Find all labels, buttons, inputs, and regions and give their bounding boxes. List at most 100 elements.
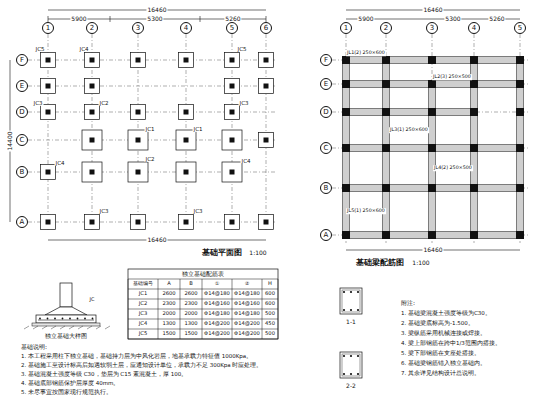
- foundation-beam: [517, 84, 524, 112]
- note-line: 3. 梁纵筋采用机械连接或焊接。: [400, 330, 552, 336]
- column-section: [230, 110, 235, 115]
- foundation-beam: [517, 188, 524, 235]
- axis-label: 2: [384, 25, 388, 32]
- column-section: [46, 58, 51, 63]
- axis-label: B: [324, 185, 329, 192]
- axis-bubble: 1: [340, 22, 352, 34]
- column-section: [230, 58, 235, 63]
- isolated-footing: [85, 79, 100, 94]
- foundation-beam: [471, 112, 478, 148]
- column-section: [184, 220, 189, 225]
- column-section: [516, 80, 524, 88]
- foundation-beam: [474, 232, 520, 239]
- axis-label: 4: [184, 25, 188, 32]
- table-cell: JC5: [138, 331, 148, 337]
- column-section: [428, 231, 436, 239]
- footing-tag: JC4: [79, 46, 90, 52]
- isolated-footing: [128, 162, 148, 182]
- column-section: [516, 108, 524, 116]
- column-section: [264, 220, 269, 225]
- isolated-footing: [41, 215, 56, 230]
- foundation-beam: [474, 145, 520, 152]
- soil-hatch: [42, 326, 47, 329]
- axis-label: D: [323, 109, 328, 116]
- beam-tag: JL1(2) 250×600: [346, 50, 386, 56]
- isolated-footing: [259, 53, 274, 68]
- footing-tag: JC3: [99, 208, 110, 214]
- soil-hatch: [96, 326, 101, 329]
- column-section: [230, 170, 235, 175]
- column-section: [90, 138, 95, 143]
- table-rule: [128, 329, 278, 330]
- table-cell: 600: [264, 291, 276, 297]
- foundation-beam: [343, 84, 350, 112]
- rebar-dot: [343, 355, 345, 357]
- axis-label: F: [324, 57, 328, 64]
- table-cell: 1500: [161, 331, 176, 337]
- note-line: 1. 本工程采用柱下独立基础，基础持力层为中风化岩层，地基承载力特征值 1000…: [20, 353, 312, 359]
- isolated-footing: [82, 130, 102, 150]
- soil-hatch: [33, 326, 38, 329]
- dimension-text: 5260: [488, 16, 505, 23]
- column-section: [428, 184, 436, 192]
- rebar-dot: [343, 373, 345, 375]
- column-section: [342, 184, 350, 192]
- table-cell: Φ14@180: [233, 311, 261, 317]
- axis-bubble: 3: [132, 22, 144, 34]
- column-section: [382, 184, 390, 192]
- soil-hatch: [60, 326, 65, 329]
- table-cell: Φ14@200: [233, 321, 261, 327]
- table-cell: JC2: [138, 301, 148, 307]
- concrete-blinding: [32, 323, 100, 326]
- isolated-footing: [222, 162, 242, 182]
- column-section: [516, 184, 524, 192]
- column-section: [342, 108, 350, 116]
- rebar-line: [38, 320, 94, 321]
- dimension-text: 14400: [7, 130, 14, 151]
- table-cell: 2300: [161, 301, 176, 307]
- beam-tag: JL2(3) 250×500: [432, 74, 472, 80]
- rebar-dot: [343, 291, 345, 293]
- foundation-beam: [346, 232, 386, 239]
- column-section: [264, 84, 269, 89]
- footing-slope: [45, 307, 87, 315]
- column-section: [230, 138, 235, 143]
- dimension-text: 5900: [357, 16, 374, 23]
- axis-label: 3: [136, 25, 140, 32]
- foundation-beam: [346, 109, 386, 116]
- column-section: [470, 56, 478, 64]
- foundation-beam: [474, 57, 520, 64]
- column-section: [136, 138, 141, 143]
- isolated-footing: [179, 53, 194, 68]
- column-section: [184, 58, 189, 63]
- table-rule: [262, 279, 263, 339]
- isolated-footing: [176, 162, 196, 182]
- table-rule: [278, 279, 279, 339]
- footing-tag: JC3: [239, 100, 250, 106]
- stirrup: [342, 290, 360, 312]
- table-cell: Φ14@180: [203, 311, 231, 317]
- footing-tag: JC1: [193, 126, 204, 132]
- rebar-dot: [54, 318, 56, 320]
- table-cell: 1300: [183, 321, 198, 327]
- footing-base: [36, 315, 96, 323]
- column-section: [230, 220, 235, 225]
- column-section: [342, 144, 350, 152]
- column-section: [184, 110, 189, 115]
- column-section: [428, 56, 436, 64]
- table-cell: 2300: [183, 301, 198, 307]
- foundation-beam: [432, 81, 474, 88]
- table-cell: JC3: [138, 311, 148, 317]
- rebar-dot: [350, 355, 352, 357]
- footing-tag: JC4: [241, 158, 252, 164]
- isolated-footing: [41, 79, 56, 94]
- foundation-beam: [429, 188, 436, 235]
- column-section: [90, 84, 95, 89]
- column-section: [136, 220, 141, 225]
- footing-tag: JC5: [237, 46, 248, 52]
- table-cell: Φ14@180: [203, 291, 231, 297]
- soil-hatch: [24, 326, 29, 329]
- rebar-dot: [357, 291, 359, 293]
- drawing-scale: 1:100: [411, 260, 430, 267]
- note-line: 4. 基础底部钢筋保护层厚度 40mm。: [20, 380, 312, 386]
